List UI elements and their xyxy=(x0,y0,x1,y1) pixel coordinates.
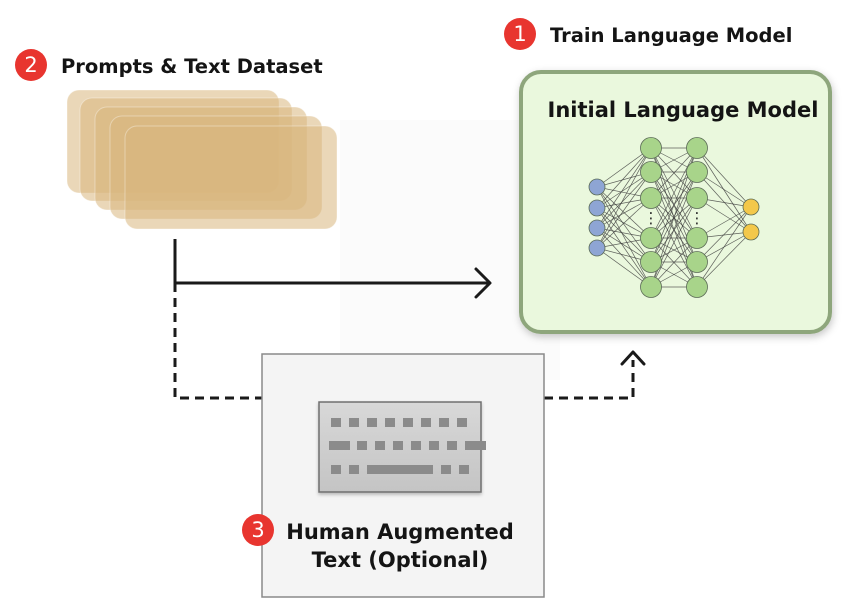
keyboard-spacebar xyxy=(367,465,433,474)
step-3-number: 3 xyxy=(251,518,264,542)
keyboard-key xyxy=(465,441,486,450)
step-2-number: 2 xyxy=(24,53,37,77)
keyboard-key xyxy=(331,418,341,427)
network-edge xyxy=(696,206,752,288)
network-ellipsis: ⋮ xyxy=(690,209,705,227)
input-node xyxy=(588,239,606,257)
model-title: Initial Language Model xyxy=(548,98,819,122)
keyboard-key xyxy=(429,441,439,450)
keyboard-key xyxy=(393,441,403,450)
network-edge xyxy=(596,186,652,288)
step-3-badge xyxy=(242,514,274,546)
input-node xyxy=(588,219,606,237)
step-3-heading: 3 xyxy=(242,514,274,546)
keyboard-key xyxy=(349,418,359,427)
network-edge xyxy=(696,231,752,288)
keyboard-key xyxy=(421,418,431,427)
network-edge xyxy=(596,207,652,288)
keyboard-key xyxy=(357,441,367,450)
hidden-node xyxy=(686,137,708,159)
step-1-label: Train Language Model xyxy=(550,24,792,47)
keyboard-key xyxy=(447,441,457,450)
dataset-to-human-dashed-line xyxy=(173,283,262,400)
network-edge xyxy=(596,227,652,288)
network-edge xyxy=(650,147,698,199)
keyboard-key xyxy=(329,441,350,450)
human-augmented-label-line-2: Text (Optional) xyxy=(312,548,489,572)
network-ellipsis: ⋮ xyxy=(644,209,659,227)
dataset-card xyxy=(124,125,338,230)
hidden-node xyxy=(640,187,662,209)
network-edge xyxy=(596,186,652,263)
step-2-heading: 2 Prompts & Text Dataset xyxy=(15,49,323,81)
hidden-node xyxy=(686,187,708,209)
network-edge xyxy=(596,147,652,188)
network-edge xyxy=(650,147,698,239)
keyboard-icon xyxy=(318,401,486,493)
step-2-label: Prompts & Text Dataset xyxy=(61,55,323,78)
step-1-heading: 1 Train Language Model xyxy=(504,18,792,50)
keyboard-key xyxy=(459,465,469,474)
hidden-node xyxy=(686,276,708,298)
network-edge xyxy=(696,206,752,263)
network-edge xyxy=(596,171,652,229)
keyboard-key xyxy=(457,418,467,427)
keyboard-key xyxy=(403,418,413,427)
step-1-badge xyxy=(504,18,536,50)
step-2-badge xyxy=(15,49,47,81)
human-augmented-label-line-1: Human Augmented xyxy=(286,520,513,544)
hidden-node xyxy=(686,227,708,249)
hidden-node xyxy=(640,251,662,273)
network-edge xyxy=(596,186,652,239)
hidden-node xyxy=(686,161,708,183)
network-edge xyxy=(596,171,652,249)
network-edge xyxy=(650,237,698,288)
keyboard-key xyxy=(385,418,395,427)
network-edge xyxy=(596,147,652,249)
step-1-number: 1 xyxy=(513,22,526,46)
keyboard-key xyxy=(367,418,377,427)
network-edge xyxy=(596,147,652,209)
hidden-node xyxy=(640,227,662,249)
output-node xyxy=(742,223,760,241)
hidden-node xyxy=(640,137,662,159)
network-edge xyxy=(596,207,652,263)
network-edge xyxy=(596,197,652,249)
input-node xyxy=(588,178,606,196)
keyboard-key xyxy=(349,465,359,474)
dataset-to-model-arrowhead xyxy=(474,267,492,299)
network-edge xyxy=(650,197,698,288)
dataset-card-stack xyxy=(66,89,338,230)
arrows xyxy=(173,239,646,400)
initial-language-model-panel: Initial Language Model ⋮⋮ xyxy=(519,70,832,334)
keyboard-key xyxy=(375,441,385,450)
human-augmented-panel: Human Augmented Text (Optional) xyxy=(261,353,545,598)
network-edge xyxy=(596,147,652,229)
keyboard-key xyxy=(439,418,449,427)
output-node xyxy=(742,198,760,216)
keyboard-key xyxy=(331,465,341,474)
keyboard-key xyxy=(411,441,421,450)
network-nodes: ⋮⋮ xyxy=(588,137,760,298)
human-to-model-arrowhead xyxy=(620,350,646,366)
network-edge xyxy=(696,171,752,233)
network-edge xyxy=(696,147,752,233)
keyboard-key xyxy=(441,465,451,474)
hidden-node xyxy=(640,161,662,183)
hidden-node xyxy=(640,276,662,298)
neural-network: ⋮⋮ xyxy=(588,137,760,298)
network-edge xyxy=(596,247,652,288)
hidden-node xyxy=(686,251,708,273)
input-node xyxy=(588,199,606,217)
network-edge xyxy=(696,147,752,208)
